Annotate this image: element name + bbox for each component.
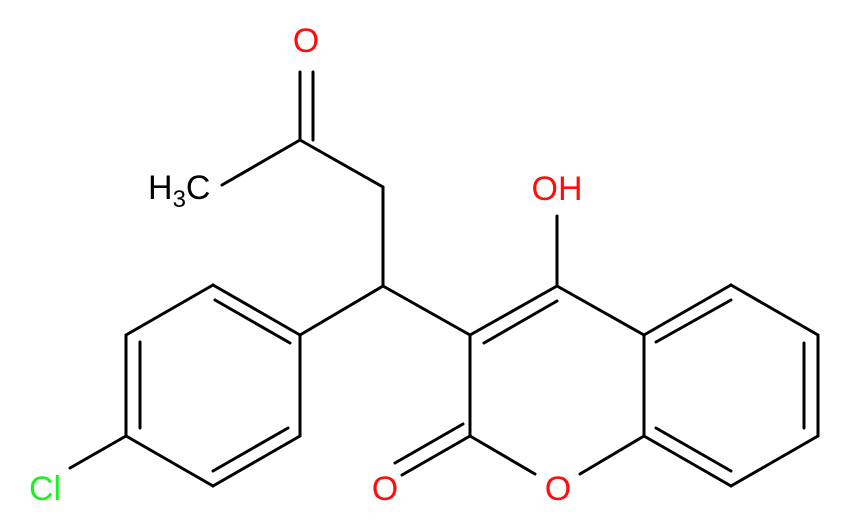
atom-labels: O H3C OH Cl O O [29,22,583,508]
bond-ch-phenyl [298,284,385,337]
bond-ph-4 [124,434,215,488]
atom-o-carbonyl: O [372,470,398,508]
bond-c2-o1 [468,434,537,476]
atom-o-ketone: O [293,22,319,60]
bond-bz-1-inner [654,298,733,344]
bond-ph-2 [124,283,215,337]
bond-methyl-c [220,138,302,187]
bond-c2-o-2 [393,422,465,465]
bond-ph-5-inner [211,426,290,473]
bond-bz-5 [642,434,733,488]
bond-co-ch2 [298,138,385,189]
bond-bz-2 [729,283,820,337]
atom-chlorine: Cl [29,470,61,508]
bond-c4-c4a [555,284,646,337]
bond-c-cl [68,434,128,470]
atom-methyl: H3C [148,169,210,213]
bonds [68,70,820,488]
bond-c3-c4-inner [482,299,559,345]
bond-ph-1-inner [213,298,292,345]
methyl-h: H [148,169,173,207]
bond-c2-o-1 [400,434,472,477]
bond-ph-5 [211,434,302,488]
bond-c3-c4 [468,284,559,337]
atom-hydroxyl: OH [532,170,583,208]
atom-o-ring: O [545,470,571,508]
bond-bz-1 [642,283,733,337]
bond-ph-1 [211,283,302,337]
bond-ch-c3 [381,284,472,337]
bond-bz-4 [729,434,820,488]
methyl-c: C [186,169,211,207]
bond-bz-5-inner [654,426,733,473]
methyl-subscript: 3 [173,186,186,213]
bond-o1-c8a [578,434,646,476]
